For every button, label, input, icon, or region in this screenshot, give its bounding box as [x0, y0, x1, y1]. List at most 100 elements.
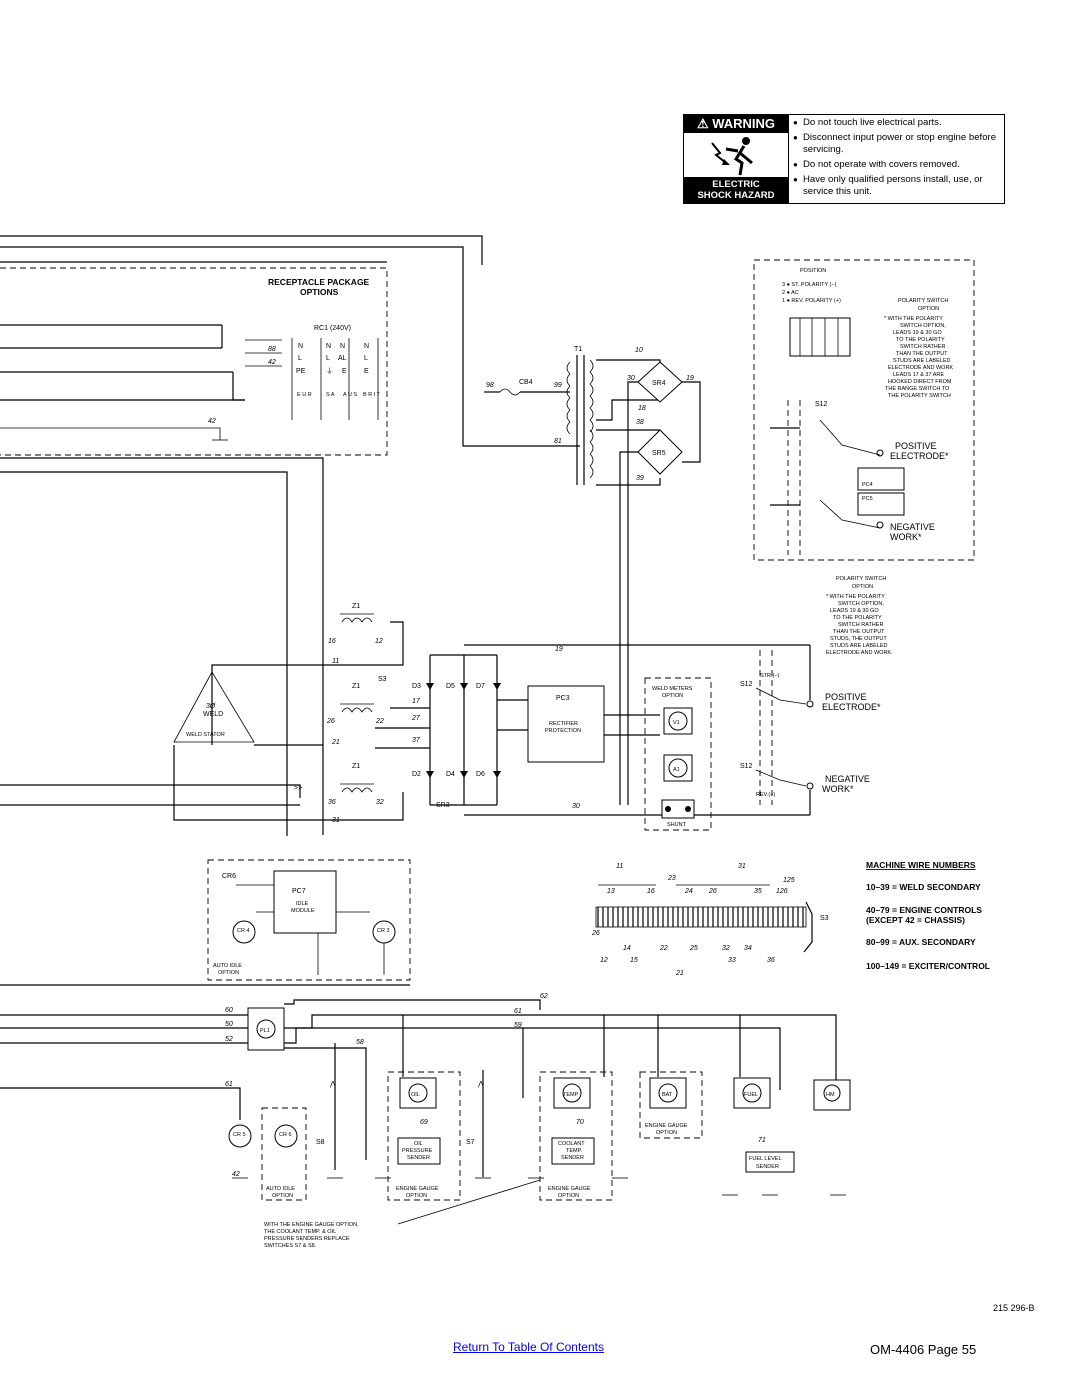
wire-number: 23 [667, 875, 676, 882]
lead-label: 98 [486, 382, 494, 389]
engine-note-line: SWITCHES S7 & S8. [264, 1243, 317, 1249]
rc-pin: L [364, 355, 368, 362]
relay-cr5-icon [228, 1124, 252, 1148]
polarity-note-line: * WITH THE POLARITY [826, 594, 885, 600]
positive-label: POSITIVE [825, 692, 867, 702]
engine-controls: 60 50 52 61 PL1 62 61 59 58 OIL OIL PRES… [0, 993, 851, 1249]
pl1-label: PL1 [260, 1028, 270, 1034]
relay-cr6-icon [274, 1124, 298, 1148]
gauge-option-label: ENGINE GAUGE [645, 1123, 688, 1129]
wire-number: 15 [630, 957, 638, 964]
lead-label: 61 [514, 1008, 522, 1015]
pc3-sub: RECTIFIER [549, 721, 578, 727]
gauge-option-label: OPTION [558, 1193, 579, 1199]
transformer-t1: T1 CB4 98 99 81 10 30 19 18 38 39 SR4 SR… [484, 346, 701, 805]
bridge-rectifier-icon [637, 429, 683, 475]
wire-number: 21 [675, 970, 684, 977]
auto-idle-option: CR6 PC7 IDLE MODULE CR 4 CR 3 AUTO IDLE … [0, 859, 411, 986]
oil-gauge [399, 1077, 437, 1109]
stator-weld-label: WELD [203, 711, 223, 718]
polarity-switch-option-upper: POSITION 3 ● ST. POLARITY (−) 2 ● AC 1 ●… [753, 259, 975, 561]
pc7-sub: MODULE [291, 908, 315, 914]
engine-note-line: WITH THE ENGINE GAUGE OPTION, [264, 1222, 359, 1228]
polarity-note-line: LEADS 19 & 30 GO [830, 608, 879, 614]
s3-label: S3 [820, 915, 829, 922]
lead-label: 10 [635, 347, 643, 354]
str-label: STR.(−) [760, 673, 780, 679]
wire-number: 126 [776, 888, 788, 895]
fuel-label: FUEL [744, 1092, 758, 1098]
rc-region: S A [326, 392, 335, 398]
warning-item: Do not operate with covers removed. [793, 159, 1000, 171]
sender-label: SENDER [756, 1164, 779, 1170]
lead-label: 69 [420, 1119, 428, 1126]
work-label: WORK* [822, 784, 854, 794]
receptacle-package: RECEPTACLE PACKAGE OPTIONS RC1 (240V) N … [0, 267, 388, 456]
lead-label: 52 [225, 1036, 233, 1043]
s3-label: S3 [378, 676, 387, 683]
coolant-temp-sender [551, 1137, 595, 1165]
lead-label: 22 [375, 718, 384, 725]
rc-region: B R I T [363, 392, 381, 398]
s12-label: S12 [740, 763, 753, 770]
rc-pin: N [364, 343, 369, 350]
polarity-note-line: LEADS 17 & 37 ARE [893, 372, 944, 378]
lead-label: 17 [412, 698, 421, 705]
meters-subtitle: OPTION [662, 693, 683, 699]
return-to-toc-link[interactable]: Return To Table Of Contents [453, 1340, 604, 1354]
gauge-option-label: ENGINE GAUGE [396, 1186, 439, 1192]
engine-note-line: THE COOLANT TEMP. & OIL [264, 1229, 336, 1235]
wire-number: 11 [616, 863, 623, 870]
wire-number: 32 [722, 945, 730, 952]
rc-region: E U R [297, 392, 312, 398]
warning-header: ⚠ WARNING [684, 115, 788, 133]
polarity-note-line: SWITCH OPTION, [838, 601, 884, 607]
gauge-option-label: ENGINE GAUGE [548, 1186, 591, 1192]
wire-number: 25 [689, 945, 698, 952]
diode-icon [460, 683, 468, 690]
temp-label: TEMP [563, 1092, 579, 1098]
lead-label: 39 [636, 475, 644, 482]
pc3-label: PC3 [556, 695, 570, 702]
warning-item: Do not touch live electrical parts. [793, 117, 1000, 129]
sender-label: FUEL LEVEL [749, 1156, 782, 1162]
pl1-icon [247, 1007, 285, 1051]
electrode-label: ELECTRODE* [822, 702, 881, 712]
auto-idle-label: AUTO IDLE [213, 963, 242, 969]
bridge-rectifier-icon [637, 361, 683, 403]
lead-label: 62 [540, 993, 548, 1000]
sender-label: PRESSURE [402, 1148, 433, 1154]
pc4-label: PC4 [862, 482, 873, 488]
lead-label: 11 [332, 658, 339, 665]
lead-label: 88 [268, 346, 276, 353]
pc7-label: PC7 [292, 888, 306, 895]
wire-number: 35 [754, 888, 762, 895]
diode-icon [460, 771, 468, 778]
polarity-note-line: HOOKED DIRECT FROM [888, 379, 952, 385]
cr6-label: CR6 [222, 873, 236, 880]
pc5-board [857, 492, 905, 516]
s12-label: S12 [815, 401, 828, 408]
cb4-label: CB4 [519, 379, 533, 386]
lead-label: 26 [326, 718, 335, 725]
temp-gauge [553, 1077, 591, 1109]
wire-numbers-line: 80–99 = AUX. SECONDARY [866, 937, 976, 947]
pc7-module [273, 870, 337, 934]
s7-label: S7 [466, 1139, 475, 1146]
wire-number: 22 [659, 945, 668, 952]
wire-number: 16 [647, 888, 655, 895]
z1-label: Z1 [352, 683, 360, 690]
sender-label: SENDER [561, 1155, 584, 1161]
wire-number: 26 [591, 930, 600, 937]
lead-label: 61 [225, 1081, 233, 1088]
polarity-note-line: THAN THE OUTPUT [896, 351, 948, 357]
cr3-label: CR 3 [377, 928, 390, 934]
polarity-note-subtitle: OPTION [852, 584, 873, 590]
engine-note-line: PRESSURE SENDERS REPLACE [264, 1236, 350, 1242]
polarity-note-line: SWITCH OPTION, [900, 323, 946, 329]
wire-numbers-line: 40–79 = ENGINE CONTROLS [866, 905, 982, 915]
polarity-note-title: POLARITY SWITCH [836, 576, 886, 582]
lead-label: 81 [554, 438, 562, 445]
diode-icon [426, 771, 434, 778]
s12-label: S12 [740, 681, 753, 688]
